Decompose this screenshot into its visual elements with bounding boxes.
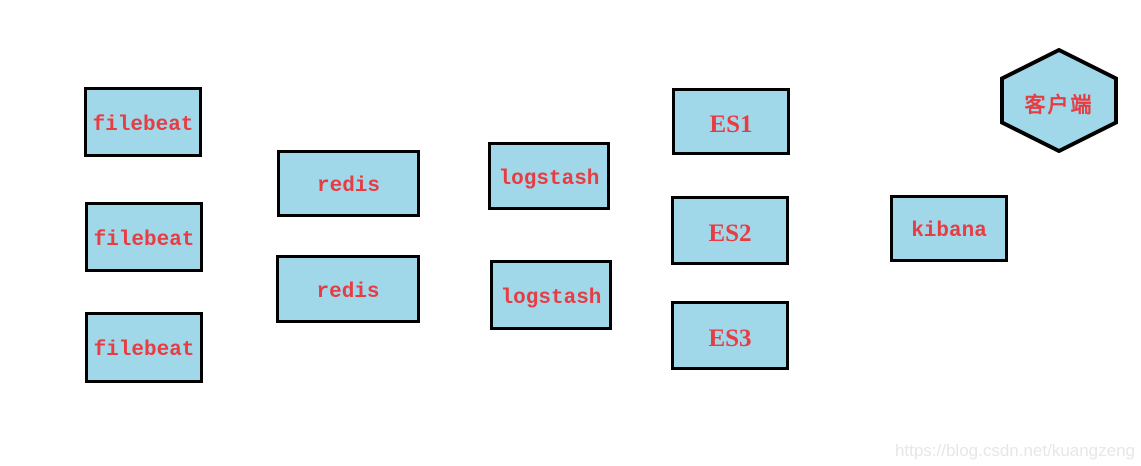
node-label-client: 客户端 [1024, 92, 1094, 117]
node-label-es-3: ES3 [708, 324, 752, 352]
node-label-es-1: ES1 [709, 110, 753, 138]
node-client: 客户端 [1000, 48, 1118, 153]
node-redis-1: redis [277, 150, 420, 217]
node-label-filebeat-3: filebeat [93, 339, 195, 362]
node-filebeat-2: filebeat [85, 202, 203, 272]
node-kibana: kibana [890, 195, 1008, 262]
node-filebeat-3: filebeat [85, 312, 203, 383]
node-label-redis-2: redis [316, 280, 380, 304]
hexagon-shape-icon [1000, 48, 1118, 153]
node-logstash-2: logstash [490, 260, 612, 330]
node-es-1: ES1 [672, 88, 790, 155]
node-es-3: ES3 [671, 301, 789, 370]
node-redis-2: redis [276, 255, 420, 323]
node-filebeat-1: filebeat [84, 87, 202, 157]
node-logstash-1: logstash [488, 142, 610, 210]
node-label-filebeat-1: filebeat [92, 113, 194, 137]
node-label-es-2: ES2 [708, 219, 752, 247]
node-label-redis-1: redis [316, 175, 380, 198]
node-label-logstash-1: logstash [498, 167, 600, 191]
node-label-logstash-2: logstash [500, 286, 602, 310]
node-label-kibana: kibana [911, 220, 987, 243]
csdn-watermark: https://blog.csdn.net/kuangzeng [894, 441, 1135, 460]
node-label-filebeat-2: filebeat [93, 228, 195, 252]
node-es-2: ES2 [671, 196, 789, 265]
